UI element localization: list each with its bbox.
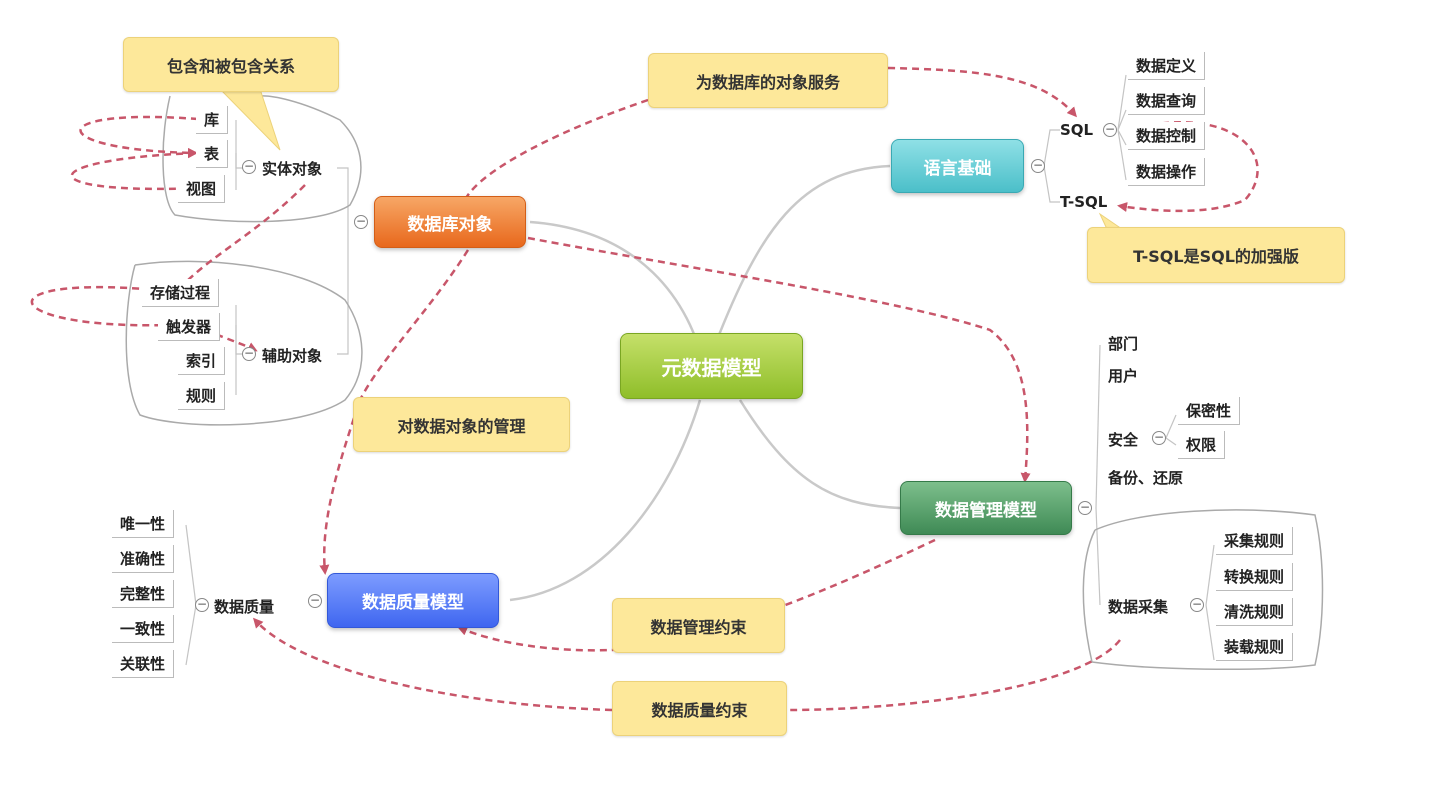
- auxiliary-item-index[interactable]: 索引: [178, 347, 226, 375]
- quality-item-consistency[interactable]: 一致性: [112, 615, 175, 643]
- collapse-sql-toggle[interactable]: −: [1103, 122, 1117, 137]
- group-outlines: [125, 95, 1324, 671]
- security-label[interactable]: 安全: [1108, 431, 1139, 449]
- collection-item-gather-rule[interactable]: 采集规则: [1216, 527, 1294, 555]
- arrow-db-to-table: [79, 115, 211, 158]
- branch-quality[interactable]: 数据质量模型: [327, 573, 499, 628]
- collection-item-transform-rule[interactable]: 转换规则: [1216, 563, 1294, 591]
- management-item-user[interactable]: 用户: [1108, 367, 1139, 385]
- security-item-confidentiality[interactable]: 保密性: [1178, 397, 1241, 425]
- connector-language: [713, 164, 891, 346]
- arrow-db-to-management: [527, 236, 1031, 483]
- collapse-entity-toggle[interactable]: −: [242, 159, 256, 174]
- branch-lines: [185, 74, 1215, 666]
- management-item-backup[interactable]: 备份、还原: [1108, 469, 1184, 487]
- note-management-constraint[interactable]: 数据管理约束: [612, 598, 785, 653]
- contain-callout-tail: [218, 88, 281, 151]
- branch-language[interactable]: 语言基础: [891, 139, 1024, 193]
- quality-item-completeness[interactable]: 完整性: [112, 580, 175, 608]
- note-serve-db-objects[interactable]: 为数据库的对象服务: [648, 53, 888, 108]
- connector-management: [738, 399, 901, 510]
- entity-item-table[interactable]: 表: [196, 140, 229, 168]
- collapse-auxiliary-toggle[interactable]: −: [242, 346, 256, 361]
- note-contain-relation[interactable]: 包含和被包含关系: [123, 37, 339, 92]
- arrow-serve-to-db: [463, 98, 649, 201]
- auxiliary-item-rule[interactable]: 规则: [178, 382, 226, 410]
- auxiliary-item-trigger[interactable]: 触发器: [158, 313, 221, 341]
- branch-db-objects[interactable]: 数据库对象: [374, 196, 526, 248]
- collection-item-clean-rule[interactable]: 清洗规则: [1216, 598, 1294, 626]
- collection-label[interactable]: 数据采集: [1108, 598, 1169, 616]
- main-connectors: [509, 164, 901, 602]
- collection-item-load-rule[interactable]: 装载规则: [1216, 633, 1294, 661]
- management-item-department[interactable]: 部门: [1108, 335, 1139, 353]
- sql-item-query[interactable]: 数据查询: [1128, 87, 1206, 115]
- entity-objects-label[interactable]: 实体对象: [262, 160, 323, 178]
- entity-item-view[interactable]: 视图: [178, 175, 226, 203]
- entity-item-db[interactable]: 库: [196, 106, 229, 134]
- note-quality-constraint[interactable]: 数据质量约束: [612, 681, 787, 736]
- collapse-data-quality-toggle[interactable]: −: [195, 597, 209, 612]
- collapse-quality-toggle[interactable]: −: [308, 593, 322, 608]
- collapse-language-toggle[interactable]: −: [1031, 158, 1045, 173]
- sql-label[interactable]: SQL: [1060, 121, 1094, 139]
- tsql-label[interactable]: T-SQL: [1060, 193, 1108, 211]
- sql-item-definition[interactable]: 数据定义: [1128, 52, 1206, 80]
- collapse-security-toggle[interactable]: −: [1152, 430, 1166, 445]
- sql-item-manipulation[interactable]: 数据操作: [1128, 158, 1206, 186]
- quality-item-relevance[interactable]: 关联性: [112, 650, 175, 678]
- arrow-collection-to-data-quality: [255, 620, 1121, 712]
- auxiliary-item-procedure[interactable]: 存储过程: [142, 279, 220, 307]
- note-tsql-enhanced[interactable]: T-SQL是SQL的加强版: [1087, 227, 1345, 283]
- collapse-db-objects-toggle[interactable]: −: [354, 214, 368, 229]
- note-manage-data-objects[interactable]: 对数据对象的管理: [353, 397, 570, 452]
- arrow-control-to-tsql: [1117, 121, 1259, 213]
- central-topic[interactable]: 元数据模型: [620, 333, 803, 399]
- auxiliary-group-outline: [125, 260, 363, 426]
- collapse-management-toggle[interactable]: −: [1078, 500, 1092, 515]
- collapse-collection-toggle[interactable]: −: [1190, 597, 1204, 612]
- branch-management[interactable]: 数据管理模型: [900, 481, 1072, 535]
- entity-group-outline: [162, 95, 362, 223]
- arrow-procedure-to-trigger: [30, 285, 176, 331]
- auxiliary-objects-label[interactable]: 辅助对象: [262, 347, 323, 365]
- security-item-permission[interactable]: 权限: [1178, 431, 1226, 459]
- connector-quality: [509, 399, 702, 602]
- quality-item-accuracy[interactable]: 准确性: [112, 545, 175, 573]
- arrow-serve-to-sql: [887, 66, 1077, 118]
- data-quality-label[interactable]: 数据质量: [214, 598, 275, 616]
- sql-item-control[interactable]: 数据控制: [1128, 122, 1206, 150]
- collection-group-outline: [1082, 509, 1324, 671]
- quality-item-uniqueness[interactable]: 唯一性: [112, 510, 175, 538]
